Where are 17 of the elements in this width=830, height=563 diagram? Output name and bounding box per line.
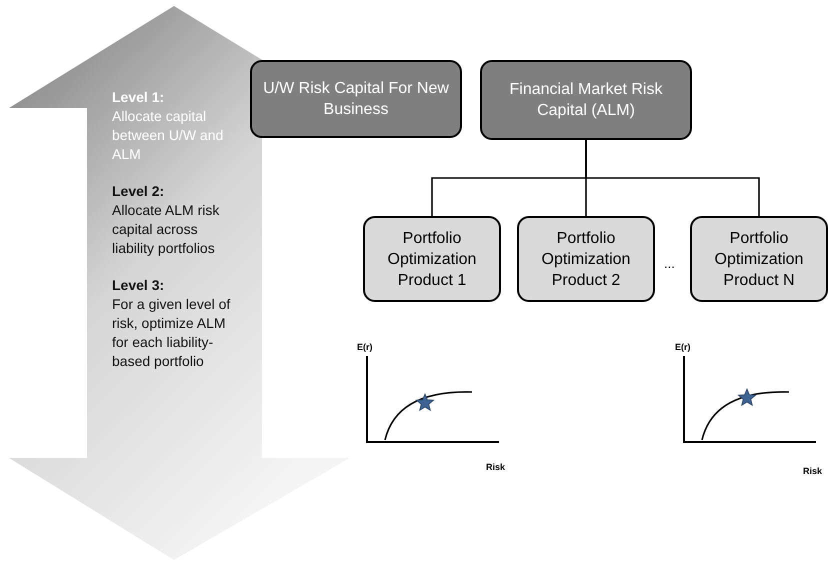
level-description: Allocate capital between U/W and ALM: [112, 107, 224, 164]
portfolio-box: Portfolio Optimization Product 2: [517, 216, 655, 302]
axis-label: Risk: [803, 466, 822, 476]
level-heading: Level 1:: [112, 88, 166, 107]
level-heading: Level 2:: [112, 182, 166, 201]
axis-label: E(r): [675, 342, 690, 352]
axis-label: E(r): [357, 342, 372, 352]
portfolio-box: Portfolio Optimization Product N: [690, 216, 828, 302]
portfolio-box: Portfolio Optimization Product 1: [363, 216, 501, 302]
ellipsis-text: ...: [664, 256, 675, 271]
level-heading: Level 3:: [112, 276, 166, 295]
axis-label: Risk: [486, 462, 506, 472]
level-description: For a given level of risk, optimize ALM for each liability-based portfolio: [112, 295, 232, 371]
level-description: Allocate ALM risk capital across liability portfolios: [112, 201, 220, 258]
capital-box: U/W Risk Capital For New Business: [250, 60, 462, 138]
capital-box: Financial Market Risk Capital (ALM): [480, 60, 692, 140]
connector-line: [585, 140, 760, 216]
